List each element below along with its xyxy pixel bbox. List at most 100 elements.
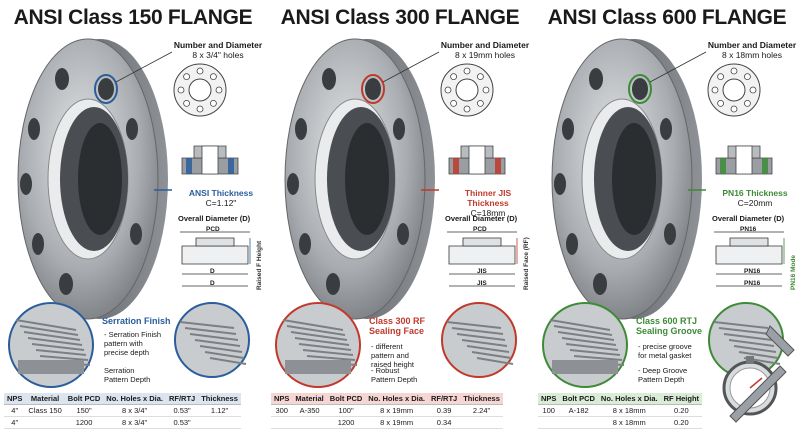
table-header-cell: Thickness	[198, 393, 241, 405]
table-cell: 0.39	[427, 404, 461, 417]
flange-cross-section	[448, 145, 506, 175]
leader-line	[115, 51, 173, 83]
table-cell	[198, 416, 241, 429]
leader-line	[649, 51, 707, 83]
thickness-label: Thinner JIS Thickness C=18mm	[464, 188, 512, 218]
dim-mid-label: PN16	[744, 268, 761, 275]
finish-sub-label: - Deep Groove Pattern Depth	[638, 366, 688, 384]
side-dimension-label: Raised F Height	[256, 240, 263, 290]
panel-class-150: ANSI Class 150 FLANGE	[0, 0, 266, 437]
table-cell	[292, 416, 327, 429]
table-cell	[271, 416, 293, 429]
table-cell: 0.20	[660, 416, 703, 429]
table-cell: 8 x 18mm	[597, 416, 661, 429]
table-header-cell: RF Height	[660, 393, 703, 405]
table-cell: 8 x 3/4"	[103, 404, 166, 417]
dim-bottom-label: D	[210, 280, 215, 287]
panel-class-300: ANSI Class 300 FLANGE	[267, 0, 533, 437]
finish-title: Serration Finish	[102, 316, 171, 326]
highlight-circle	[628, 74, 652, 104]
table-header-cell: Bolt PCD	[559, 393, 598, 405]
table-cell	[460, 416, 503, 429]
panel-title: ANSI Class 150 FLANGE	[13, 6, 253, 29]
holes-label: Number and Diameter 8 x 19mm holes	[440, 40, 530, 60]
panel-title: ANSI Class 600 FLANGE	[547, 6, 787, 29]
table-cell: 1200	[326, 416, 366, 429]
thickness-label: PN16 Thickness C=20mm	[722, 188, 788, 208]
flange-face-illustration	[551, 38, 707, 320]
bolt-hole-pattern-diagram	[440, 63, 494, 117]
table-header-cell: No. Holes x Dia.	[597, 393, 661, 405]
finish-detail-right	[708, 302, 784, 378]
table-header-cell: NPS	[4, 393, 26, 405]
table-cell: 100	[538, 404, 560, 417]
finish-detail-left	[275, 302, 361, 388]
table-header-cell: NPS	[271, 393, 293, 405]
table-cell: 1.12"	[198, 404, 241, 417]
highlight-circle	[94, 74, 118, 104]
leader-line	[382, 51, 440, 83]
flange-cross-section	[181, 145, 239, 175]
panel-title: ANSI Class 300 FLANGE	[280, 6, 520, 29]
table-header-cell: RF/RTJ	[165, 393, 199, 405]
flange-face-illustration	[17, 38, 173, 320]
holes-label: Number and Diameter 8 x 18mm holes	[707, 40, 797, 60]
bolt-hole-pattern-diagram	[707, 63, 761, 117]
dim-bottom-label: PN16	[744, 280, 761, 287]
table-header-cell: No. Holes x Dia.	[103, 393, 166, 405]
overall-diameter-label: Overall Diameter (D)	[712, 214, 785, 223]
bolt-hole	[98, 78, 114, 100]
table-cell: 8 x 19mm	[365, 416, 428, 429]
flange-face-illustration	[284, 38, 440, 320]
finish-detail-right	[441, 302, 517, 378]
finish-sub-label: Serration Pattern Depth	[104, 366, 151, 384]
finish-detail-right	[174, 302, 250, 378]
table-header-cell: NPS	[538, 393, 560, 405]
table-cell: 1200	[64, 416, 104, 429]
table-cell: 4"	[4, 416, 26, 429]
table-cell: 100"	[326, 404, 366, 417]
holes-label: Number and Diameter 8 x 3/4" holes	[173, 40, 263, 60]
panel-class-600: ANSI Class 600 FLANGE	[534, 0, 800, 437]
table-cell: Class 150	[25, 404, 65, 417]
table-cell: 2.24"	[460, 404, 503, 417]
dimension-drawing	[714, 231, 785, 287]
table-cell: A-350	[292, 404, 327, 417]
table-cell: 0.20	[660, 404, 703, 417]
table-cell: 8 x 3/4"	[103, 416, 166, 429]
table-cell	[25, 416, 65, 429]
table-header-cell: Bolt PCD	[64, 393, 104, 405]
table-cell	[559, 416, 598, 429]
table-cell: 300	[271, 404, 293, 417]
table-header-cell: Bolt PCD	[326, 393, 366, 405]
table-cell: 0.53"	[165, 404, 199, 417]
table-cell: 0.53"	[165, 416, 199, 429]
side-dimension-label: Raised Face (RF)	[523, 237, 530, 290]
table-header-cell: Material	[25, 393, 65, 405]
bolt-hole-pattern-diagram	[173, 63, 227, 117]
table-cell: 8 x 18mm	[597, 404, 661, 417]
dim-top-label: PCD	[206, 226, 220, 233]
dim-mid-label: D	[210, 268, 215, 275]
overall-diameter-label: Overall Diameter (D)	[178, 214, 251, 223]
table-header-cell: Material	[292, 393, 327, 405]
dimension-drawing	[180, 231, 251, 287]
dim-bottom-label: JIS	[477, 280, 487, 287]
bolt-hole	[632, 78, 648, 100]
dim-top-label: PN16	[740, 226, 757, 233]
table-cell: 150"	[64, 404, 104, 417]
finish-title: Class 600 RTJ Sealing Groove	[636, 316, 703, 336]
table-cell: 0.34	[427, 416, 461, 429]
